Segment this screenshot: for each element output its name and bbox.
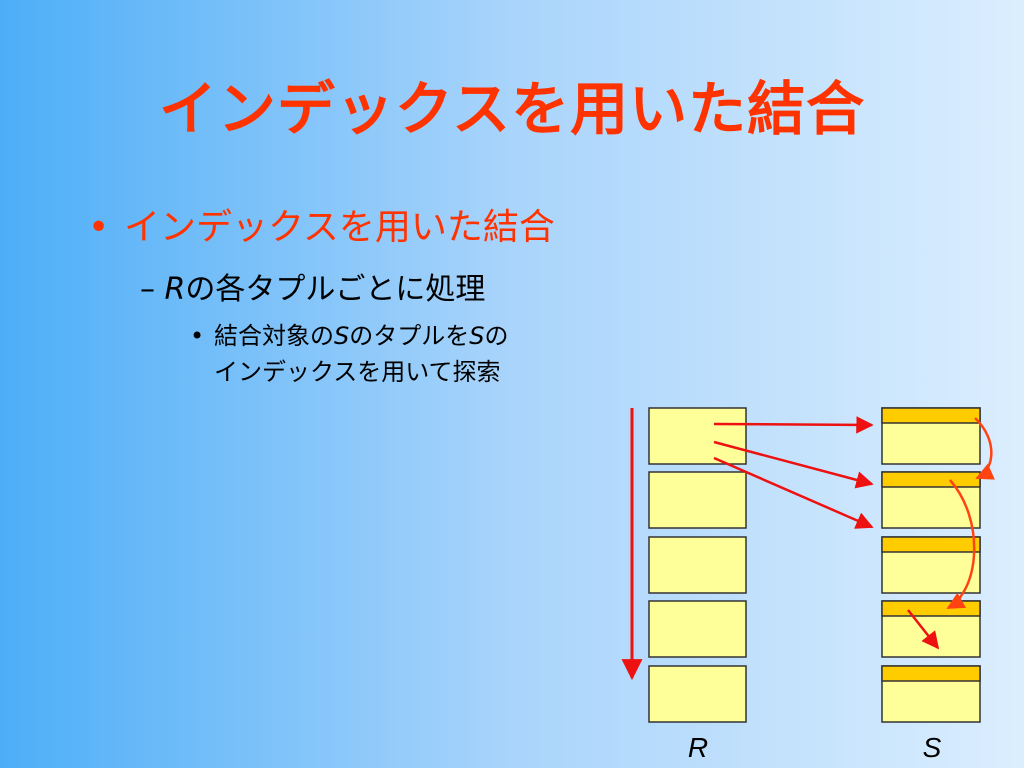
s-index-band: [881, 600, 981, 617]
r-block: [648, 536, 747, 594]
label-s: S: [923, 732, 942, 763]
var-s: S: [469, 322, 485, 350]
var-s: S: [334, 322, 350, 350]
dash-marker: –: [140, 272, 155, 307]
s-index-band: [881, 407, 981, 424]
r-block: [648, 600, 747, 658]
s-index-band: [881, 536, 981, 553]
bullet-text-part2: のタプルを: [349, 322, 470, 350]
lookup-arrow: [907, 609, 940, 650]
s-index-band: [881, 471, 981, 488]
relation-r-blocks: [648, 407, 747, 723]
bullet-text: の各タプルごとに処理: [185, 272, 486, 307]
bullet-text-part1: 結合対象の: [214, 322, 334, 350]
bullet-level3: •結合対象のSのタプルをSの インデックスを用いて探索: [190, 318, 508, 390]
s-index-band: [881, 665, 981, 682]
label-r: R: [688, 732, 708, 763]
join-arrow: [713, 440, 874, 489]
bullet-level1: • インデックスを用いた結合: [88, 198, 555, 250]
var-r: R: [164, 272, 186, 307]
bullet-text-part3: の: [484, 322, 509, 350]
relation-s-blocks: [881, 407, 981, 723]
index-traverse-arrow: [946, 479, 976, 610]
slide-title: インデックスを用いた結合: [158, 75, 866, 143]
index-traverse-arrow: [974, 417, 995, 480]
bullet-level2: – Rの各タプルごとに処理: [140, 264, 485, 308]
join-arrow: [713, 456, 874, 529]
r-block: [648, 407, 747, 465]
join-arrow: [713, 416, 874, 434]
bullet-marker: •: [88, 207, 110, 248]
bullet-text: インデックスを用いた結合: [124, 207, 555, 248]
bullet-marker: •: [190, 322, 205, 350]
r-block: [648, 471, 747, 529]
bullet-text-line2: インデックスを用いて探索: [214, 358, 501, 386]
r-block: [648, 665, 747, 723]
